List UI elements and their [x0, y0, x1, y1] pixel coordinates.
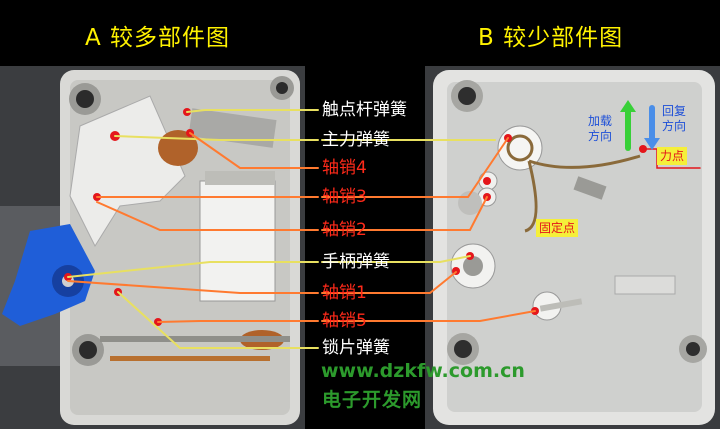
force-point-tag: 力点 [657, 147, 688, 165]
load-direction-label: 加载 方向 [588, 114, 612, 144]
return-direction-label: 回复 方向 [662, 104, 686, 134]
watermark-url: www.dzkfw.com.cn [321, 360, 525, 382]
label-main-spring: 主力弹簧 [322, 130, 390, 150]
title-a: A 较多部件图 [85, 25, 231, 51]
photo-fewer-parts [425, 66, 720, 429]
load-direction-line-1: 加载 [588, 114, 613, 128]
fixed-point-tag: 固定点 [536, 219, 579, 237]
label-pin-1: 轴销1 [322, 283, 367, 303]
load-direction-line-2: 方向 [588, 129, 613, 143]
label-pin-2: 轴销2 [322, 220, 367, 240]
watermark-name: 电子开发网 [322, 389, 423, 411]
return-direction-line-1: 回复 [662, 104, 687, 118]
label-handle-spring: 手柄弹簧 [322, 252, 390, 272]
label-pin-3: 轴销3 [322, 187, 367, 207]
label-contact-spring: 触点杆弹簧 [322, 100, 407, 120]
photo-more-parts [0, 66, 305, 429]
label-pin-5: 轴销5 [322, 311, 367, 331]
label-pin-4: 轴销4 [322, 158, 367, 178]
title-b: B 较少部件图 [478, 25, 624, 51]
label-lock-spring: 锁片弹簧 [322, 338, 390, 358]
return-direction-line-2: 方向 [662, 119, 687, 133]
